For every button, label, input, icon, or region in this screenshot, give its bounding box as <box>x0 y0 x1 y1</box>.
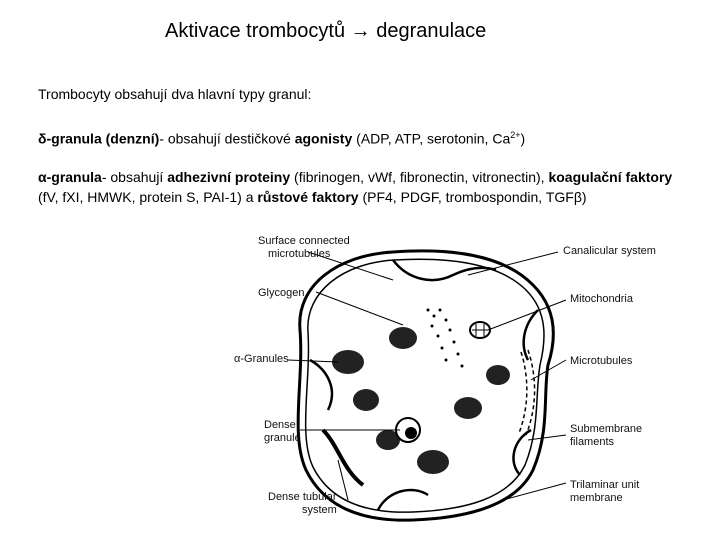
alpha-name: -granula <box>46 169 102 185</box>
label-canalicular: Canalicular system <box>563 245 656 257</box>
microtubule-band <box>525 349 536 436</box>
alpha-granule-paragraph: α-granula- obsahují adhezivní proteiny (… <box>38 167 678 207</box>
platelet-diagram-svg: Surface connected microtubules Glycogen … <box>234 235 656 522</box>
delta-name: -granula (denzní) <box>46 130 160 147</box>
delta-text-3: ) <box>520 130 526 147</box>
label-alpha-granules: α-Granules <box>234 353 289 365</box>
alpha-granule <box>332 350 364 374</box>
alpha-text-3: (fV, fXI, HMWK, protein S, PAI-1) a <box>38 189 258 205</box>
microtubule-band-inner <box>518 351 528 434</box>
label-dense-granule-1: Dense <box>264 419 296 431</box>
alpha-growth-factors: růstové faktory <box>257 189 359 205</box>
alpha-granule <box>353 389 379 411</box>
label-submembrane-1: Submembrane <box>570 423 642 435</box>
title-right: degranulace <box>376 20 487 42</box>
slide-title: Aktivace trombocytů → degranulace <box>165 20 486 43</box>
alpha-text-4: (PF4, PDGF, trombospondin, TGF <box>358 189 574 205</box>
label-surface-microtubules-2: microtubules <box>268 248 331 260</box>
alpha-text-1: - obsahují <box>101 169 168 185</box>
alpha-beta: β <box>573 189 582 205</box>
alpha-granule <box>417 450 449 474</box>
platelet-outer-membrane <box>296 249 555 522</box>
delta-sup: 2+ <box>510 130 521 140</box>
label-surface-microtubules-1: Surface connected <box>258 235 350 247</box>
alpha-text-2: (fibrinogen, vWf, fibronectin, vitronect… <box>290 169 549 185</box>
alpha-granule <box>454 397 482 419</box>
mitochondrion-cristae <box>472 324 488 336</box>
delta-agonists: agonisty <box>294 130 353 147</box>
label-microtubules: Microtubules <box>570 355 633 367</box>
alpha-adhesive-proteins: adhezivní proteiny <box>167 169 291 185</box>
intro-text: Trombocyty obsahují dva hlavní typy gran… <box>38 86 312 102</box>
label-trilaminar-2: membrane <box>570 492 623 504</box>
delta-granule-paragraph: δ-granula (denzní)- obsahují destičkové … <box>38 125 525 149</box>
delta-text-2: (ADP, ATP, serotonin, Ca <box>352 130 511 147</box>
title-arrow-icon: → <box>350 20 371 42</box>
alpha-granule <box>376 430 400 450</box>
dense-granule-core <box>405 427 417 439</box>
label-mitochondria: Mitochondria <box>570 293 634 305</box>
alpha-text-5: ) <box>581 189 587 205</box>
delta-symbol: δ <box>38 130 47 147</box>
delta-text-1: - obsahují destičkové <box>159 130 295 147</box>
canalicular-fold-right <box>522 309 539 361</box>
label-dense-granule-2: granule <box>264 432 301 444</box>
dense-tubular-system <box>321 428 365 487</box>
label-trilaminar-1: Trilaminar unit <box>570 479 639 491</box>
alpha-coagulation-factors: koagulační faktory <box>548 169 673 185</box>
title-left: Aktivace trombocytů <box>165 20 346 42</box>
label-dense-tubular-2: system <box>302 504 337 516</box>
alpha-symbol: α <box>38 169 47 185</box>
alpha-granule <box>486 365 510 385</box>
platelet-diagram: Surface connected microtubules Glycogen … <box>228 230 680 530</box>
canalicular-fold-bottom <box>376 488 429 511</box>
platelet-inner-membrane <box>304 258 545 513</box>
alpha-granule <box>389 327 417 349</box>
label-glycogen: Glycogen <box>258 287 304 299</box>
canalicular-fold-top <box>392 259 497 282</box>
leader-lines <box>287 251 567 501</box>
canalicular-fold-left <box>309 358 334 411</box>
glycogen-particles <box>426 308 464 368</box>
label-submembrane-2: filaments <box>570 436 615 448</box>
label-dense-tubular-1: Dense tubular <box>268 491 337 503</box>
